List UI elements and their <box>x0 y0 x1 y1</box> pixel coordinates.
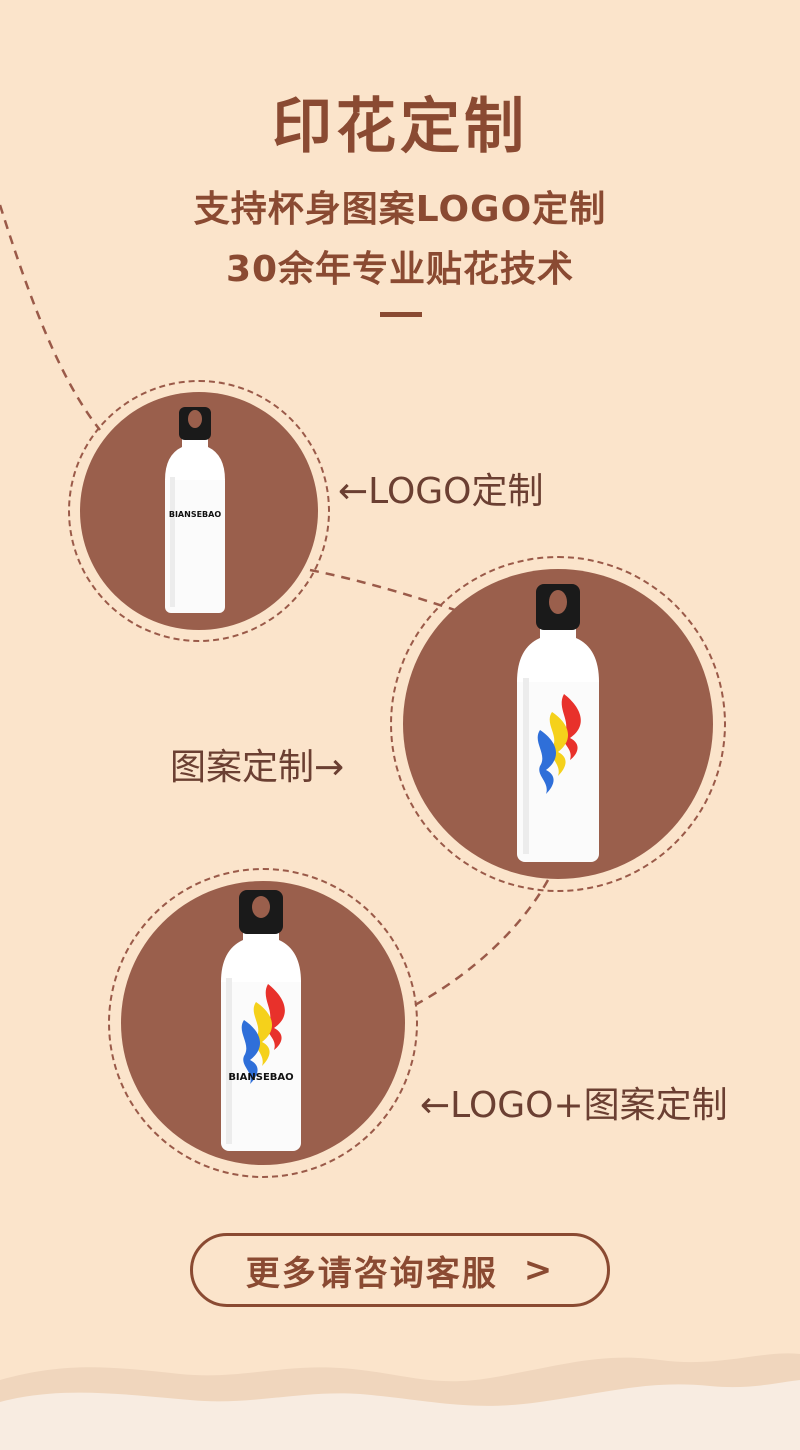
bottle-logo-pattern-image <box>221 890 301 1151</box>
subtitle-line-2: 30余年专业贴花技术 <box>225 249 575 290</box>
chevron-right-icon: > <box>523 1250 555 1290</box>
subtitle-line-1: 支持杯身图案LOGO定制 <box>193 189 607 230</box>
bottle-pattern-image <box>517 584 599 862</box>
flame-pattern-icon <box>241 984 285 1084</box>
bottle-logo-text: BIANSEBAO <box>168 510 222 519</box>
pattern-option-circle <box>390 556 726 892</box>
logo-pattern-option-caption: ←LOGO+图案定制 <box>420 1085 728 1126</box>
logo-option-circle <box>68 380 330 642</box>
bottle-logo-image <box>165 407 225 613</box>
contact-service-button[interactable]: 更多请咨询客服 > <box>190 1233 610 1307</box>
bottle-logo-pattern-text: BIANSEBAO <box>228 1072 294 1083</box>
logo-option-caption: ←LOGO定制 <box>338 471 544 512</box>
page-title: 印花定制 <box>272 92 528 162</box>
pattern-option-caption: 图案定制→ <box>170 747 345 788</box>
contact-service-label: 更多请咨询客服 <box>245 1253 498 1294</box>
bottom-wave-decoration <box>0 1353 800 1450</box>
title-divider <box>380 312 422 317</box>
flame-pattern-icon <box>537 694 581 794</box>
logo-pattern-option-circle <box>108 868 418 1178</box>
